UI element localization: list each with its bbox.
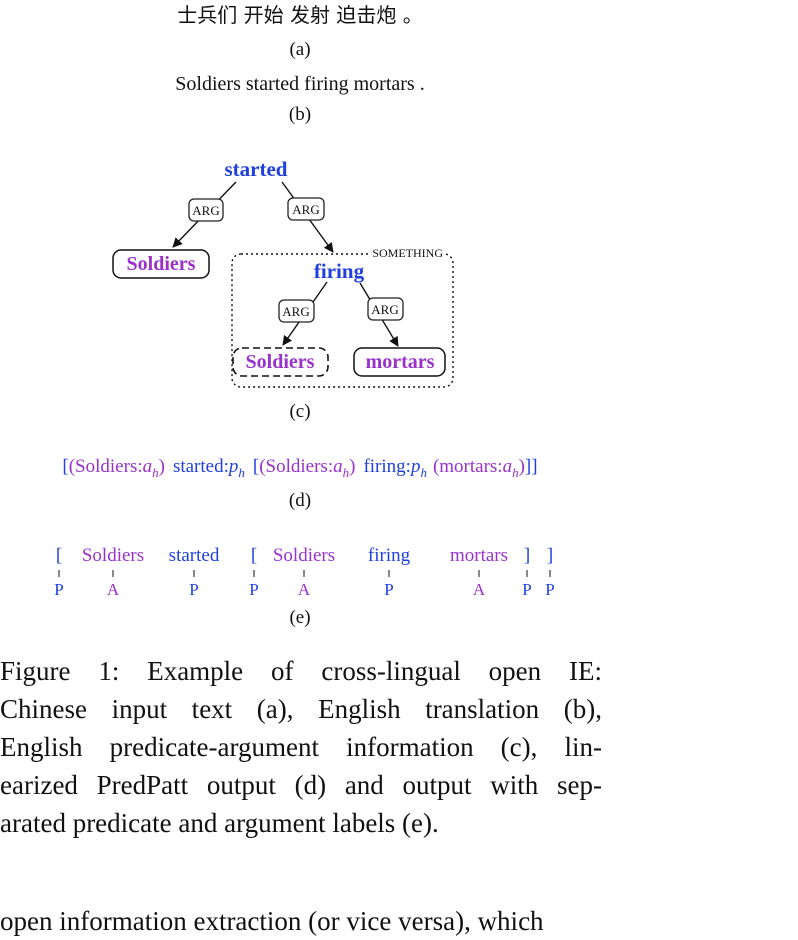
- token-tag: P: [384, 580, 393, 599]
- node-firing: firing: [314, 259, 365, 283]
- body-text-line: open information extraction (or vice ver…: [0, 906, 544, 936]
- something-group-box: [231, 253, 454, 388]
- arg-label-1: ARG: [192, 203, 219, 218]
- node-soldiers-box: [112, 249, 210, 279]
- token-word: ]: [547, 545, 553, 566]
- sub-h-3: h: [343, 465, 350, 480]
- arg-label-2: ARG: [292, 202, 319, 217]
- label-d: (d): [289, 490, 311, 511]
- node-inner-soldiers-box: [232, 347, 329, 377]
- label-b: (b): [289, 104, 311, 125]
- caption-line-1: Figure 1: Example of cross-lingual open …: [0, 656, 602, 686]
- label-a: (a): [289, 39, 310, 60]
- token-tag: P: [249, 580, 258, 599]
- token-word: firing: [368, 545, 411, 566]
- sub-h-2: h: [238, 465, 245, 480]
- arg-soldiers-1: (Soldiers:: [69, 456, 143, 477]
- sym-p-1: p: [227, 456, 239, 477]
- arg-mortars: (mortars:: [433, 456, 503, 477]
- token-word: Soldiers: [82, 545, 144, 566]
- sub-h-5: h: [512, 465, 519, 480]
- node-started: started: [225, 157, 288, 181]
- arg-label-box-2: [287, 197, 325, 221]
- arg-label-4: ARG: [371, 302, 398, 317]
- pred-firing: firing:: [363, 456, 411, 477]
- sub-h-1: h: [152, 465, 159, 480]
- token-word: ]: [524, 545, 530, 566]
- token-word: started: [169, 545, 220, 566]
- arg-soldiers-2: (Soldiers:: [259, 456, 333, 477]
- token-tag: P: [189, 580, 198, 599]
- caption-line-4: earized PredPatt output (d) and output w…: [0, 770, 602, 800]
- node-mortars: mortars: [366, 351, 435, 373]
- sym-a-2: a: [333, 456, 343, 477]
- token-tag: A: [107, 580, 120, 599]
- paren-close-1: ): [159, 456, 165, 477]
- arg-label-box-4: [367, 297, 404, 321]
- token-word: [: [251, 545, 257, 566]
- node-soldiers: Soldiers: [127, 253, 196, 275]
- pred-started: started:: [173, 456, 229, 477]
- token-word: Soldiers: [273, 545, 335, 566]
- bracket-open-1: [: [62, 456, 68, 477]
- linearized-predpatt: [(Soldiers:ah)started:ph[(Soldiers:ah)fi…: [62, 456, 537, 480]
- arg-label-box-3: [278, 299, 315, 323]
- predicate-argument-graph: started ARG ARG Soldiers SOMETHING firin…: [112, 157, 454, 388]
- node-inner-soldiers: Soldiers: [246, 351, 315, 373]
- token-tag: P: [522, 580, 531, 599]
- chinese-input-text: 士兵们 开始 发射 迫击炮 。: [177, 3, 422, 27]
- bracket-open-2: [: [253, 456, 259, 477]
- node-mortars-box: [353, 347, 446, 377]
- sym-p-2: p: [409, 456, 421, 477]
- sub-h-4: h: [420, 465, 427, 480]
- caption-line-5: arated predicate and argument labels (e)…: [0, 808, 439, 838]
- paren-close-3: ): [519, 456, 525, 477]
- token-tag: A: [298, 580, 311, 599]
- sym-a-3: a: [503, 456, 513, 477]
- bracket-close: ]]: [525, 456, 538, 477]
- paren-close-2: ): [349, 456, 355, 477]
- sym-a-1: a: [143, 456, 153, 477]
- token-word: mortars: [450, 545, 508, 566]
- token-tag: P: [54, 580, 63, 599]
- arg-label-box-1: [188, 198, 224, 222]
- figure-caption: Figure 1: Example of cross-lingual open …: [0, 652, 602, 842]
- arg-label-3: ARG: [282, 304, 309, 319]
- token-word: [: [56, 545, 62, 566]
- caption-line-3: English predicate-argument information (…: [0, 732, 602, 762]
- token-tag: P: [545, 580, 554, 599]
- something-label: SOMETHING: [372, 246, 443, 260]
- label-c: (c): [289, 401, 310, 422]
- caption-line-2: Chinese input text (a), English translat…: [0, 694, 602, 724]
- label-e: (e): [289, 607, 310, 628]
- token-tag: A: [473, 580, 486, 599]
- english-translation-text: Soldiers started firing mortars .: [175, 73, 424, 95]
